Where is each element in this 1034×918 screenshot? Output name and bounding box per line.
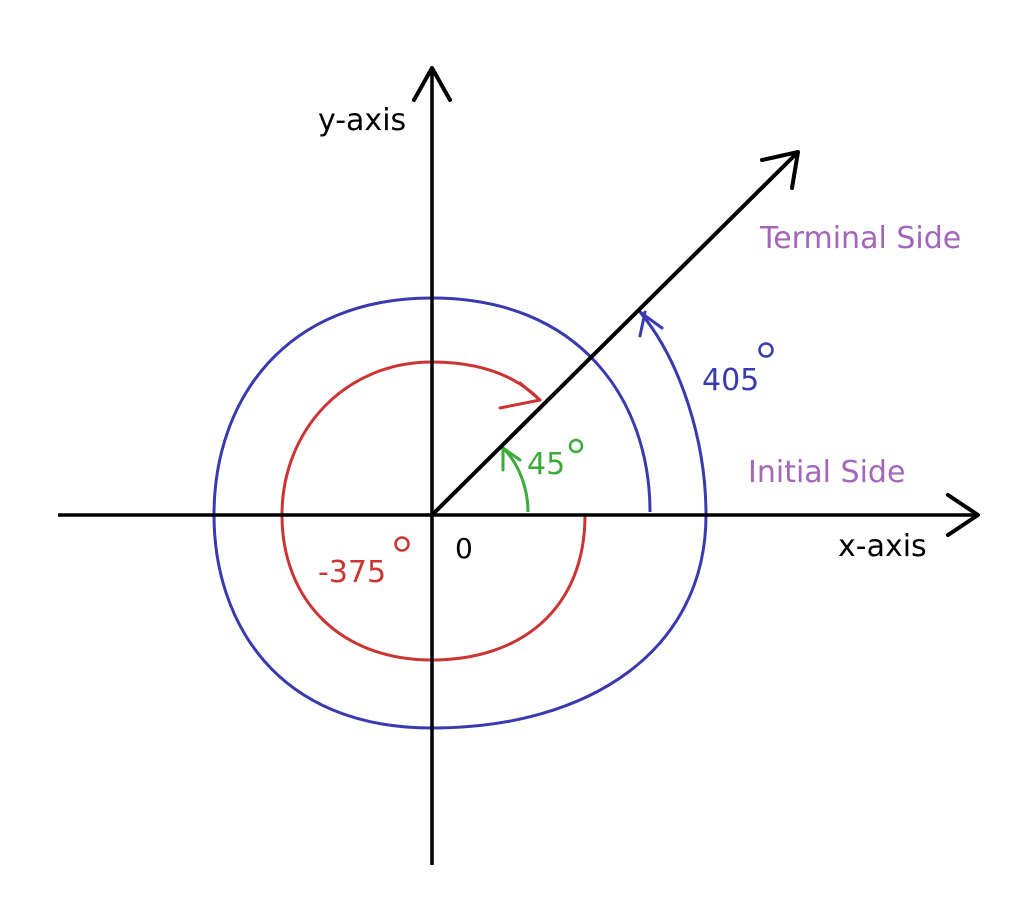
angle-45-degree-icon [568, 438, 584, 454]
y-axis-arrowhead [412, 66, 452, 102]
terminal-side-label: Terminal Side [759, 221, 961, 256]
terminal-side-arrowhead [760, 150, 800, 190]
red-arrowhead [498, 381, 542, 410]
origin-label: 0 [455, 532, 473, 565]
y-axis-label: y-axis [318, 103, 406, 138]
x-axis-label: x-axis [838, 529, 927, 564]
blue-rotation-arc-outer [638, 311, 708, 516]
angle-neg375-label: -375 [318, 555, 386, 590]
x-axis-arrowhead [946, 493, 980, 537]
green-arrowhead [501, 446, 522, 472]
terminal-side-ray [430, 150, 800, 517]
blue-arrowhead [638, 310, 664, 338]
angle-405-degree-icon [758, 342, 774, 358]
angle-neg375-degree-icon [394, 536, 410, 552]
angle-405-label: 405 [702, 363, 759, 398]
initial-side-label: Initial Side [748, 455, 905, 490]
angle-45-label: 45 [527, 447, 565, 482]
red-rotation-arc [280, 360, 587, 662]
